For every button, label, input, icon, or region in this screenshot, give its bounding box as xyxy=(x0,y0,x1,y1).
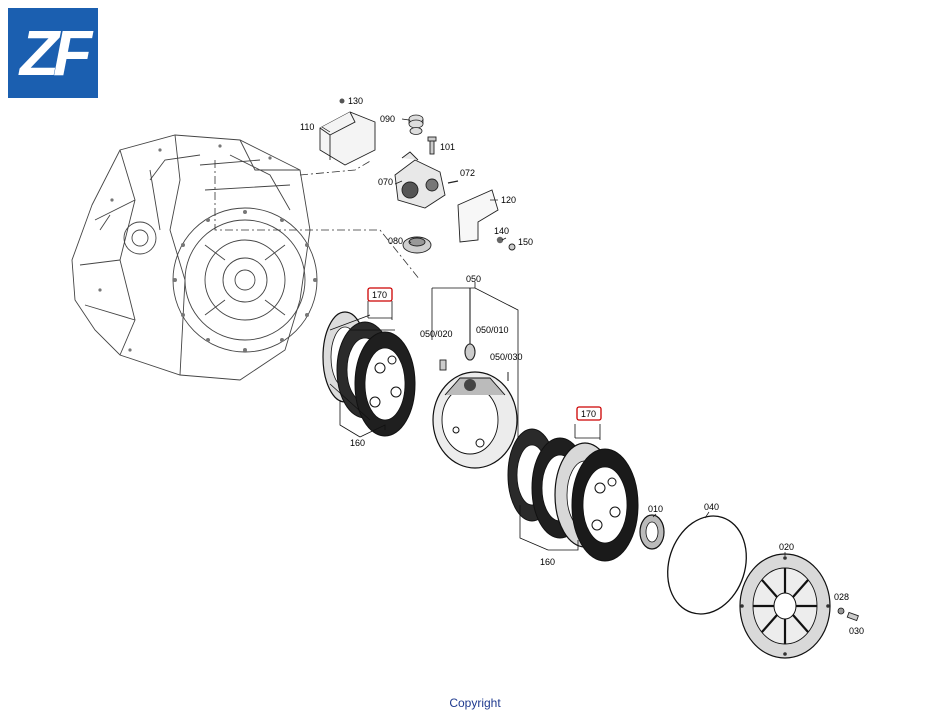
part-010-seal xyxy=(639,514,665,550)
part-140-washer xyxy=(496,236,504,244)
part-020-cover xyxy=(739,553,831,659)
highlight-box-170-right xyxy=(576,406,602,421)
part-110-bracket xyxy=(319,111,376,166)
highlight-box-170-left xyxy=(367,287,393,302)
transmission-housing xyxy=(71,134,318,381)
part-090-nuts xyxy=(408,114,424,135)
label-090[interactable]: 090 xyxy=(380,114,395,124)
label-050-010[interactable]: 050/010 xyxy=(476,325,509,335)
part-050-010-lever xyxy=(464,288,476,361)
part-080-dome xyxy=(402,236,432,254)
right-clutch-disc-pack xyxy=(507,428,639,562)
label-028[interactable]: 028 xyxy=(834,592,849,602)
label-050-030[interactable]: 050/030 xyxy=(490,352,523,362)
label-101[interactable]: 101 xyxy=(440,142,455,152)
label-030[interactable]: 030 xyxy=(849,626,864,636)
part-101-bolt xyxy=(427,136,437,155)
left-pack-leader-lines xyxy=(339,301,393,438)
part-040-o-ring xyxy=(667,515,747,615)
label-072[interactable]: 072 xyxy=(460,168,475,178)
part-028-washer xyxy=(837,607,845,615)
label-080[interactable]: 080 xyxy=(388,236,403,246)
part-150-screw xyxy=(508,243,516,251)
copyright-footer[interactable]: Copyright xyxy=(449,696,501,710)
label-010[interactable]: 010 xyxy=(648,504,663,514)
label-170-right[interactable]: 170 xyxy=(581,409,596,419)
label-110[interactable]: 110 xyxy=(300,122,314,132)
zf-logo: ZF xyxy=(8,8,98,98)
label-040[interactable]: 040 xyxy=(704,502,719,512)
part-050-clutch-assembly xyxy=(432,371,518,469)
part-120-plate xyxy=(457,189,499,243)
label-020[interactable]: 020 xyxy=(779,542,794,552)
label-150[interactable]: 150 xyxy=(518,237,533,247)
label-leader-lines xyxy=(321,118,786,556)
label-140[interactable]: 140 xyxy=(494,226,509,236)
label-050[interactable]: 050 xyxy=(466,274,481,284)
zf-logo-text: ZF xyxy=(19,17,92,89)
label-160-right[interactable]: 160 xyxy=(540,557,555,567)
label-130[interactable]: 130 xyxy=(348,96,363,106)
label-120[interactable]: 120 xyxy=(501,195,516,205)
part-072-pin xyxy=(447,180,459,184)
part-030-screw xyxy=(846,611,859,622)
label-160-left[interactable]: 160 xyxy=(350,438,365,448)
label-050-020[interactable]: 050/020 xyxy=(420,329,453,339)
right-pack-leader-lines xyxy=(519,424,601,551)
assembly-centerlines xyxy=(214,159,421,281)
housing-bolt-holes xyxy=(98,144,317,352)
part-050-020-screw xyxy=(439,359,447,371)
left-clutch-disc-pack xyxy=(322,311,416,437)
label-070[interactable]: 070 xyxy=(378,177,393,187)
label-170-left[interactable]: 170 xyxy=(372,290,387,300)
part-070-actuator xyxy=(394,151,446,209)
part-130-screw xyxy=(339,98,345,104)
part-050-bracket-lines xyxy=(431,282,519,460)
